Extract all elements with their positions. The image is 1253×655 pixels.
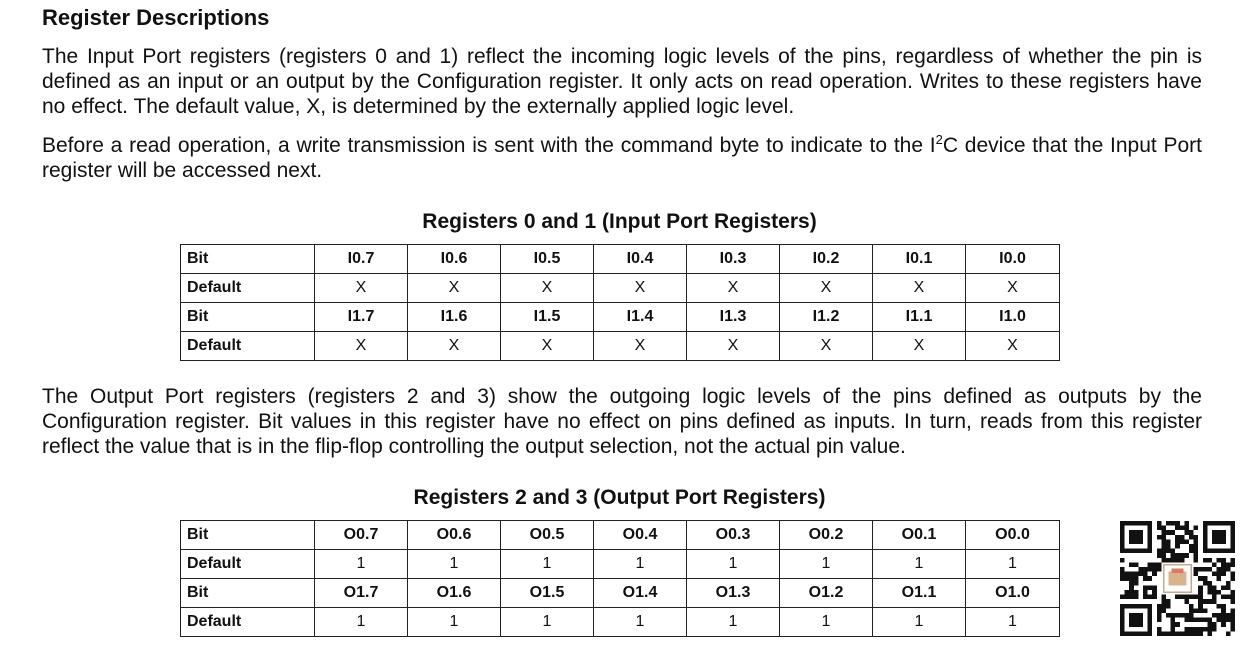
default-value-cell: 1 <box>314 549 408 579</box>
bit-name-cell: I1.0 <box>965 302 1060 332</box>
row-label: Default <box>180 273 315 303</box>
output-port-description: The Output Port registers (registers 2 a… <box>42 385 1202 458</box>
default-value-cell: 1 <box>965 549 1060 579</box>
bit-name-cell: O1.3 <box>686 578 780 608</box>
bit-name-cell: I0.5 <box>500 244 594 274</box>
default-value-cell: X <box>872 331 966 361</box>
i2c-superscript: 2 <box>935 132 943 147</box>
bit-name-cell: O1.6 <box>407 578 501 608</box>
read-operation-description: Before a read operation, a write transmi… <box>42 133 1202 183</box>
bit-name-cell: O1.7 <box>314 578 408 608</box>
row-label: Bit <box>180 244 315 274</box>
bit-name-cell: I1.7 <box>314 302 408 332</box>
default-value-cell: 1 <box>779 607 873 637</box>
default-value-cell: X <box>500 273 594 303</box>
read-operation-text-end: C device that the Input Port register wi… <box>42 134 1202 182</box>
row-label: Default <box>180 607 315 637</box>
bit-name-cell: I1.6 <box>407 302 501 332</box>
default-value-cell: X <box>593 331 687 361</box>
bit-name-cell: O0.5 <box>500 520 594 550</box>
bit-name-cell: I0.4 <box>593 244 687 274</box>
bit-name-cell: I0.3 <box>686 244 780 274</box>
default-value-cell: X <box>779 273 873 303</box>
default-value-cell: 1 <box>500 607 594 637</box>
bit-name-cell: I1.1 <box>872 302 966 332</box>
bit-name-cell: I1.3 <box>686 302 780 332</box>
default-value-cell: X <box>965 273 1060 303</box>
bit-name-cell: I1.2 <box>779 302 873 332</box>
bit-name-cell: O1.0 <box>965 578 1060 608</box>
default-value-cell: X <box>779 331 873 361</box>
default-value-cell: 1 <box>686 549 780 579</box>
default-value-cell: 1 <box>407 549 501 579</box>
row-label: Default <box>180 331 315 361</box>
bit-name-cell: O0.3 <box>686 520 780 550</box>
default-value-cell: 1 <box>779 549 873 579</box>
default-value-cell: X <box>593 273 687 303</box>
row-label: Default <box>180 549 315 579</box>
input-port-description: The Input Port registers (registers 0 an… <box>42 45 1202 118</box>
default-value-cell: 1 <box>314 607 408 637</box>
default-value-cell: X <box>872 273 966 303</box>
bit-name-cell: O0.7 <box>314 520 408 550</box>
bit-name-cell: O1.2 <box>779 578 873 608</box>
default-value-cell: X <box>686 331 780 361</box>
default-value-cell: 1 <box>407 607 501 637</box>
bit-name-cell: I0.1 <box>872 244 966 274</box>
default-value-cell: 1 <box>872 549 966 579</box>
default-value-cell: X <box>500 331 594 361</box>
bit-name-cell: O0.0 <box>965 520 1060 550</box>
bit-name-cell: O1.4 <box>593 578 687 608</box>
default-value-cell: X <box>314 331 408 361</box>
default-value-cell: 1 <box>872 607 966 637</box>
bit-name-cell: I1.4 <box>593 302 687 332</box>
bit-name-cell: O0.6 <box>407 520 501 550</box>
bit-name-cell: O0.2 <box>779 520 873 550</box>
bit-name-cell: O0.1 <box>872 520 966 550</box>
input-port-table-title: Registers 0 and 1 (Input Port Registers) <box>422 210 817 233</box>
default-value-cell: X <box>686 273 780 303</box>
default-value-cell: X <box>407 273 501 303</box>
row-label: Bit <box>180 302 315 332</box>
default-value-cell: 1 <box>965 607 1060 637</box>
row-label: Bit <box>180 578 315 608</box>
qr-code-icon <box>1120 521 1235 636</box>
bit-name-cell: I0.2 <box>779 244 873 274</box>
bit-name-cell: I0.6 <box>407 244 501 274</box>
default-value-cell: X <box>965 331 1060 361</box>
default-value-cell: 1 <box>500 549 594 579</box>
bit-name-cell: O1.1 <box>872 578 966 608</box>
section-heading: Register Descriptions <box>42 5 270 30</box>
bit-name-cell: O1.5 <box>500 578 594 608</box>
output-port-table-title: Registers 2 and 3 (Output Port Registers… <box>413 486 826 509</box>
row-label: Bit <box>180 520 315 550</box>
bit-name-cell: O0.4 <box>593 520 687 550</box>
read-operation-text-start: Before a read operation, a write transmi… <box>42 134 936 157</box>
default-value-cell: 1 <box>593 607 687 637</box>
bit-name-cell: I0.0 <box>965 244 1060 274</box>
bit-name-cell: I1.5 <box>500 302 594 332</box>
default-value-cell: 1 <box>686 607 780 637</box>
bit-name-cell: I0.7 <box>314 244 408 274</box>
default-value-cell: X <box>314 273 408 303</box>
default-value-cell: 1 <box>593 549 687 579</box>
default-value-cell: X <box>407 331 501 361</box>
